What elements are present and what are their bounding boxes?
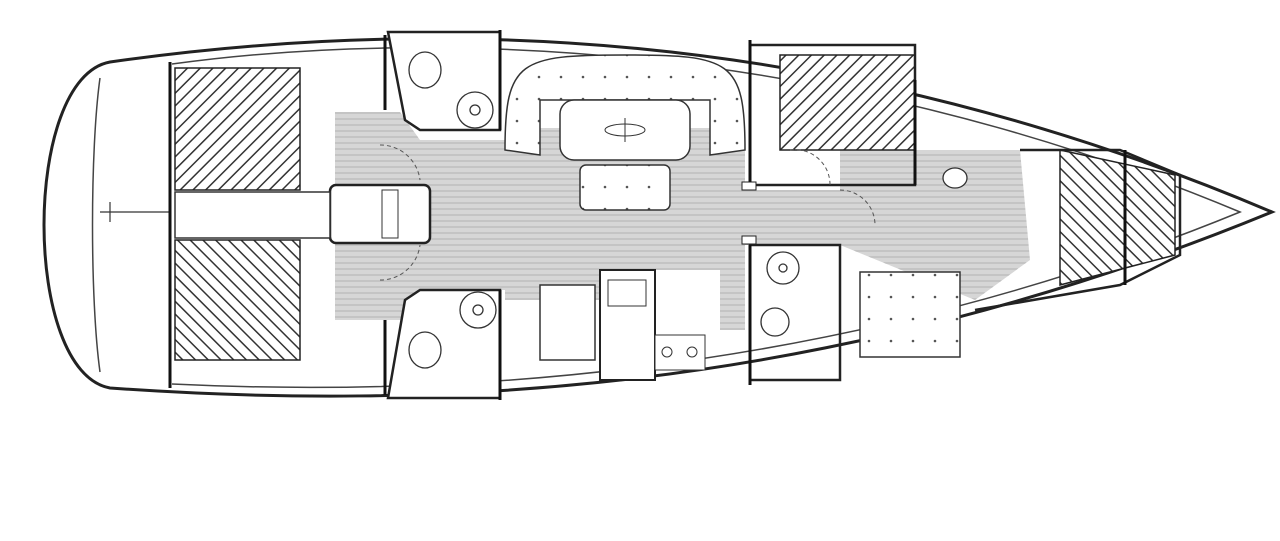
saloon-settee <box>504 54 746 156</box>
aft-starboard-berth <box>174 239 301 361</box>
forward-cabin-berth <box>779 54 916 151</box>
fridge <box>539 284 596 361</box>
forward-cabin-outline <box>974 148 1182 312</box>
aft-corridor <box>174 191 331 239</box>
door-swings <box>379 144 876 281</box>
v-berth <box>1059 149 1176 286</box>
cockpit-line <box>91 77 101 373</box>
bulkheads <box>168 30 1127 400</box>
floor-areas <box>335 112 1030 330</box>
shower-drain-icon <box>456 91 800 329</box>
engine-box <box>328 183 432 245</box>
forward-door-left <box>741 181 757 191</box>
chart-seat <box>859 271 961 358</box>
aft-port-berth <box>174 67 301 191</box>
compass-icon <box>604 118 646 142</box>
companionway-step <box>381 189 399 239</box>
sink-icon <box>607 279 647 307</box>
steering-cross-icon <box>100 202 170 222</box>
saloon-stool-seat <box>579 164 671 211</box>
forward-door-right <box>741 235 757 245</box>
toilet-icon <box>408 51 968 369</box>
